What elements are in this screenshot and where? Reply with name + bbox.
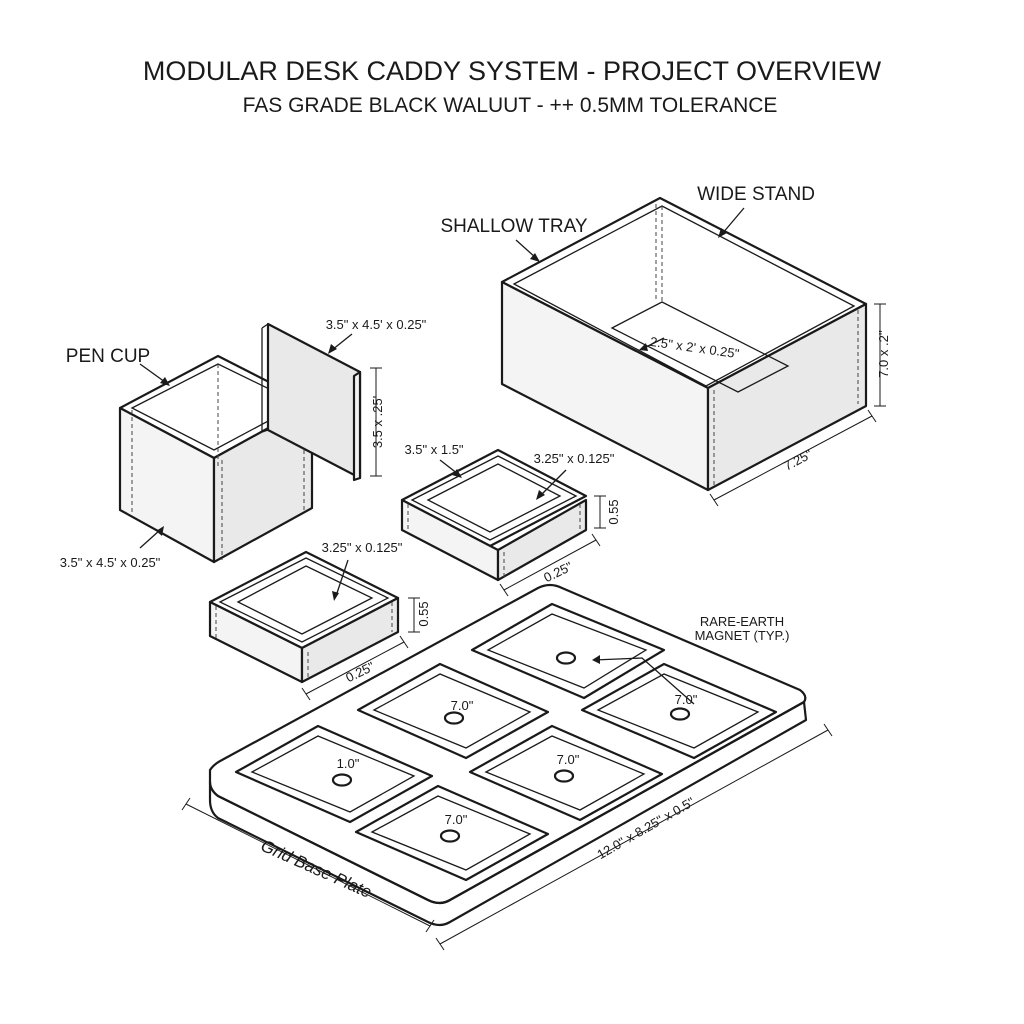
pocket-bottom [354,784,550,882]
base-plate-label: Grid Base Plate [258,836,374,902]
pocket-label: 1.0" [337,756,360,771]
panel-leader [331,333,353,351]
small-tray-b-height-dimension: 0.55 [416,601,431,626]
pocket-middle-left [356,662,550,760]
shallow-tray-label: SHALLOW TRAY [440,216,587,237]
magnet-icon [331,773,353,787]
pocket-middle-right [580,662,778,760]
small-tray-a-inner-arrow [536,490,545,500]
pocket-top [470,602,666,700]
wide-stand-height-dimension: 7.0 x .2'' [876,330,891,378]
magnet-icon [439,829,461,843]
small-tray-a-size-arrow [452,469,462,478]
wide-stand-length-dimline [713,415,873,501]
small-tray-a-inner-leader [539,469,567,497]
pocket-lower-left [234,724,434,824]
pen-cup-leader [139,363,166,383]
pen-cup-dimension: 3.5" x 4.5' x 0.25" [60,555,161,570]
wide-stand [500,196,868,492]
small-tray-b-inner-dimension: 3.25" x 0.125" [322,540,403,555]
pen-cup-leader-arrow [160,377,170,386]
magnet-note-line1: RARE-EARTH [700,614,784,629]
wide-stand-inner-arrow [639,343,648,351]
page-subtitle: FAS GRADE BLACK WALUUT - ++ 0.5MM TOLERA… [243,94,778,117]
magnet-icon [555,651,577,665]
magnet-note-arrow [592,655,600,664]
shallow-tray-leader [515,239,537,259]
pen-cup-label: PEN CUP [66,346,150,367]
wide-stand-leader-arrow [718,228,727,238]
small-tray-a-height-dimension: 0.55 [606,499,621,524]
small-tray-b [208,550,400,684]
wide-stand-length-dimension: 7.25" [781,446,815,473]
panel-leader-arrow [328,344,337,354]
page-title: MODULAR DESK CADDY SYSTEM - PROJECT OVER… [143,56,882,86]
pen-cup [118,354,314,564]
shallow-tray-leader-arrow [530,253,540,262]
magnet-note-leader [593,657,695,705]
pocket-lower-middle [468,724,664,822]
pocket-label: 7.0" [445,812,468,827]
wide-stand-label: WIDE STAND [697,184,815,205]
panel [261,322,362,482]
wide-stand-inner-leader [643,337,665,349]
pen-cup-dim-arrow [156,526,164,536]
small-tray-a-size: 3.5" x 1.5" [404,442,463,457]
pocket-label: 7.0" [675,692,698,707]
grid-base-plate [208,583,808,927]
wide-stand-leader [721,207,745,235]
magnet-icon [443,711,465,725]
magnet-icon [669,707,691,721]
small-tray-a-length-dimline [503,539,597,591]
small-tray-b-length-dimline [305,641,405,695]
base-plate-width-dimline [185,803,431,927]
pocket-label: 7.0" [557,752,580,767]
pen-cup-dim-leader [139,529,161,549]
base-plate-length-dimline [439,729,829,945]
panel-dimension-top: 3.5" x 4.5' x 0.25" [326,317,427,332]
magnet-note-line2: MAGNET (TYP.) [695,628,790,643]
small-tray-a [400,448,588,582]
pocket-label: 7.0" [451,698,474,713]
magnet-icon [553,769,575,783]
small-tray-a-inner-dimension: 3.25" x 0.125" [534,451,615,466]
small-tray-b-length-dimension: 0.25" [343,658,377,685]
small-tray-b-inner-leader [335,559,349,597]
panel-dimension-side: 3.5 x .25' [370,396,385,448]
small-tray-a-length-dimension: 0.25" [541,558,575,585]
small-tray-b-inner-arrow [332,591,339,601]
